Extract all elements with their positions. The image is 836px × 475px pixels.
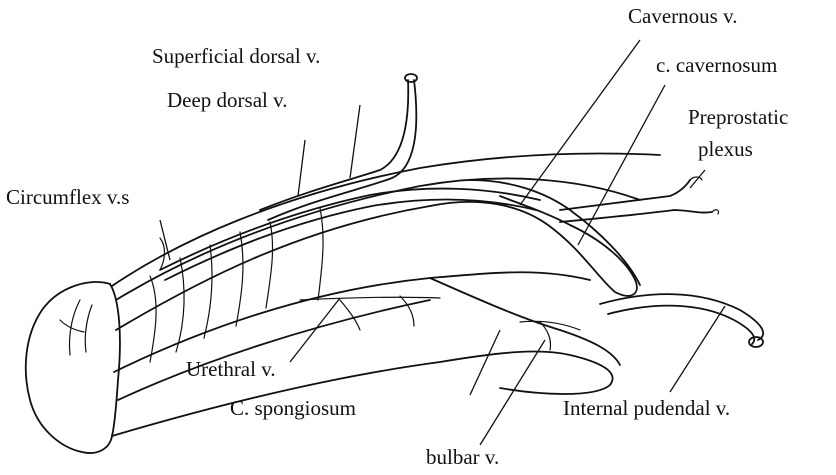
glans: [26, 282, 120, 453]
label-internal-pudendal: Internal pudendal v.: [563, 396, 730, 420]
preprostatic-plexus: [560, 177, 719, 222]
corpus-cavernosum: [430, 180, 640, 296]
label-circumflex: Circumflex v.s: [6, 185, 129, 209]
label-urethral: Urethral v.: [186, 357, 276, 381]
label-cavernous-v: Cavernous v.: [628, 4, 737, 28]
label-preprostatic-2: plexus: [698, 137, 753, 161]
label-deep-dorsal: Deep dorsal v.: [167, 88, 288, 112]
label-bulbar: bulbar v.: [426, 445, 499, 469]
label-c-cavernosum: c. cavernosum: [656, 53, 777, 77]
label-superficial-dorsal: Superficial dorsal v.: [152, 44, 320, 68]
circumflex-veins: [150, 208, 323, 362]
internal-pudendal-vein: [600, 294, 763, 347]
label-preprostatic-1: Preprostatic: [688, 105, 788, 129]
label-c-spongiosum: C. spongiosum: [230, 396, 356, 420]
corpus-spongiosum: [430, 278, 620, 394]
